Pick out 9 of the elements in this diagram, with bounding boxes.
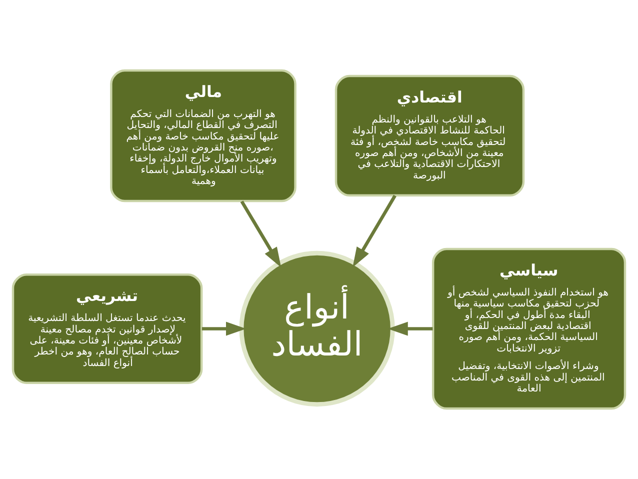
node-box: تشريعي يحدث عندما تستغل السلطة التشريعية لإصدار قوانين تخدم مصالح معينة لأشخاص معينين، أو فئات معينة، على حساب الصالح العام، وهو من اخطر أنواع الفساد <box>12 274 203 384</box>
arrow <box>352 194 396 268</box>
node-box: مالي هو التهرب من الضمانات التي تحكم التصرف في القطاع المالي، والتحايل عليها لتحقيق مكاسب خاصة ومن أهم صوره منح القروض بدون ضمانات، وتهريب الأموال خارج الدولة، وإخفاء بيانات العملاء،والتعامل بأسماء وهمية <box>110 69 296 202</box>
node-circle: أنواع الفساد <box>239 250 395 407</box>
node-box: اقتصادي هو التلاعب بالقوانين والنظم الحاكمة للنشاط الاقتصادي في الدولة لتحقيق مكاسب خاصة لشخص، أو فئة معينة من الأشخاص، ومن أهم صوره الاحتكارات الاقتصادية والتلاعب في البورصة <box>334 74 525 197</box>
node-box: سياسي هو استخدام النفوذ السياسي لشخص أو لحزب لتحقيق مكاسب سياسية منها البقاء مدة أطول في الحكم، أو اقتصادية لبعض المنتمين للقوى السياسية الحكمة، ومن أهم صوره تزوير الانتخابات وشراء الأصوات الانتخابية، وتفضيل المنتمين إلى هذه القوى في المناصب العامة <box>432 248 626 410</box>
arrow <box>388 322 433 336</box>
arrow <box>202 322 246 336</box>
arrow <box>240 200 282 268</box>
